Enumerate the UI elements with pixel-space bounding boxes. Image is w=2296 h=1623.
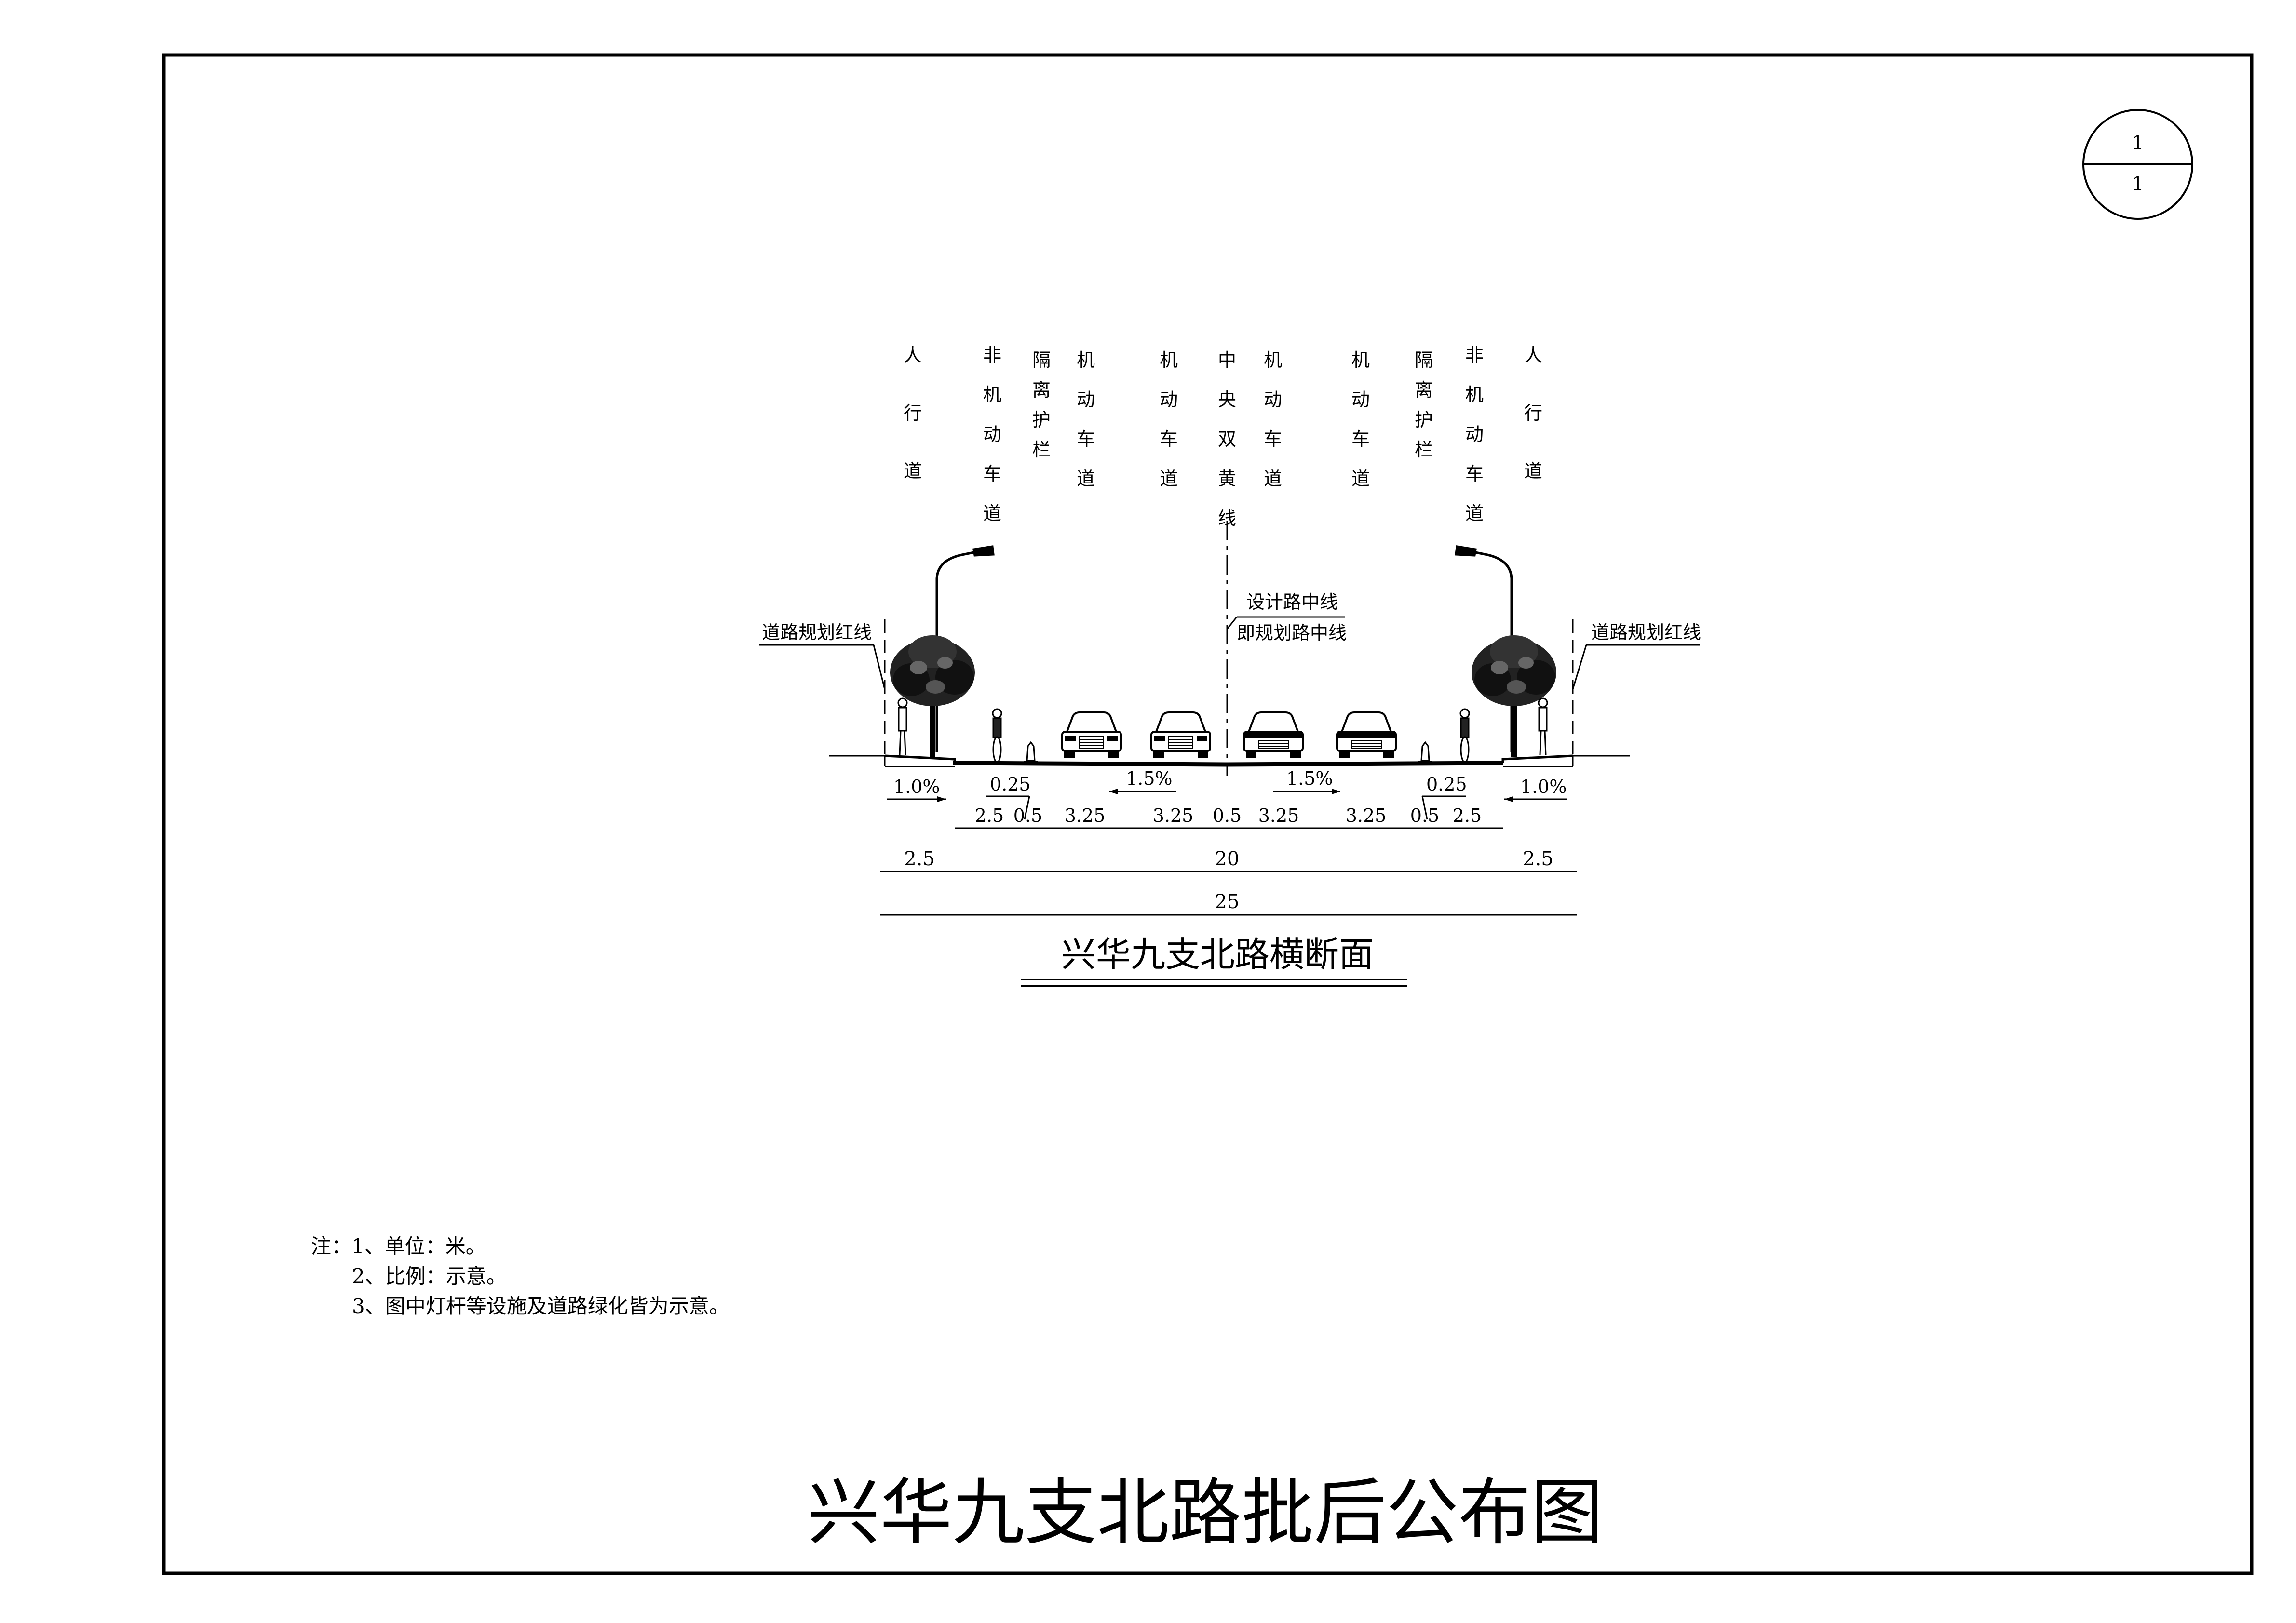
section-title: 兴华九支北路横断面 [1061,934,1374,975]
dim-r1-0: 2.5 [975,805,1004,826]
centerline-label-1: 设计路中线 [1246,591,1338,613]
planning-red-lines [884,619,1574,762]
slope-left-carriageway: 1.5% [1126,768,1173,789]
dim-total: 25 [1215,891,1240,913]
dimension-row-1-labels: 2.5 0.5 3.25 3.25 0.5 3.25 3.25 0.5 2.5 [975,805,1482,826]
main-title: 兴华九支北路批后公布图 [808,1471,1603,1555]
red-line-labels: 道路规划红线 道路规划红线 [759,622,1701,690]
red-line-right-label: 道路规划红线 [1591,622,1701,643]
slope-right-carriageway: 1.5% [1286,768,1333,789]
dim-r1-6: 3.25 [1346,805,1387,826]
sheet-number-bottom: 1 [2132,173,2144,195]
dim-r1-7: 0.5 [1410,805,1439,826]
dim-r2-0: 2.5 [904,848,935,870]
sheet-number-badge: 1 1 [2082,109,2193,220]
cyclist-right-icon [1459,708,1470,763]
lane-label-right-lane-inner: 机动车道 [1264,349,1282,489]
slope-left-sidewalk: 1.0% [893,776,940,797]
dimension-row-2-labels: 2.5 20 2.5 [904,848,1553,870]
barrier-left-icon [1024,741,1038,763]
street-light-left-icon [935,545,995,752]
dim-r1-8: 2.5 [1453,805,1482,826]
lane-label-right-lane-outer: 机动车道 [1351,349,1370,489]
notes: 注：1、单位：米。 2、比例：示意。 3、图中灯杆等设施及道路绿化皆为示意。 [311,1234,729,1318]
lane-label-left-bike: 非机动车道 [983,345,1001,524]
car-2-icon [1150,711,1211,758]
dim-r2-1: 20 [1215,848,1240,870]
centerline-label-2: 即规划路中线 [1237,622,1347,644]
lane-labels: 人行道 非机动车道 隔离护栏 机动车道 机动车道 中央双黄线 机动车道 机动车道… [904,345,1542,529]
dim-r1-5: 3.25 [1258,805,1299,826]
barrier-width-right: 0.25 [1426,774,1467,795]
dim-r1-3: 3.25 [1153,805,1194,826]
lane-label-left-barrier: 隔离护栏 [1032,349,1051,460]
lane-label-right-barrier: 隔离护栏 [1415,349,1433,460]
lane-label-left-lane-inner: 机动车道 [1160,349,1178,489]
car-3-icon [1243,711,1304,758]
dim-r2-2: 2.5 [1523,848,1553,870]
lane-label-right-bike: 非机动车道 [1465,345,1484,524]
lane-label-median: 中央双黄线 [1218,349,1236,529]
barrier-width-left: 0.25 [990,774,1031,795]
pedestrian-left-icon [897,697,908,755]
road-profile [829,754,1630,767]
car-1-icon [1061,711,1122,758]
note-2: 2、比例：示意。 [352,1264,507,1288]
sheet-number-top: 1 [2132,132,2144,154]
slope-annotations: 1.0% 0.25 1.5% 1.5% 0.25 1.0% [887,768,1567,820]
tree-left-icon [890,635,975,757]
pedestrian-right-icon [1538,697,1548,755]
dim-r1-2: 3.25 [1065,805,1106,826]
slope-right-sidewalk: 1.0% [1520,776,1567,797]
dim-r1-4: 0.5 [1213,805,1242,826]
drawing-frame [162,53,2254,1575]
cyclist-left-icon [992,708,1002,763]
dim-r1-1: 0.5 [1013,805,1042,826]
note-1: 注：1、单位：米。 [311,1234,486,1258]
lane-label-left-sidewalk: 人行道 [904,345,922,482]
street-light-right-icon [1455,545,1513,752]
lane-label-left-lane-outer: 机动车道 [1077,349,1095,489]
tree-right-icon [1472,635,1556,757]
barrier-right-icon [1418,741,1432,763]
car-4-icon [1336,711,1397,758]
lane-label-right-sidewalk: 人行道 [1524,345,1542,482]
red-line-left-label: 道路规划红线 [762,622,872,643]
note-3: 3、图中灯杆等设施及道路绿化皆为示意。 [352,1294,729,1318]
design-centerline: 设计路中线 即规划路中线 [1226,521,1347,776]
